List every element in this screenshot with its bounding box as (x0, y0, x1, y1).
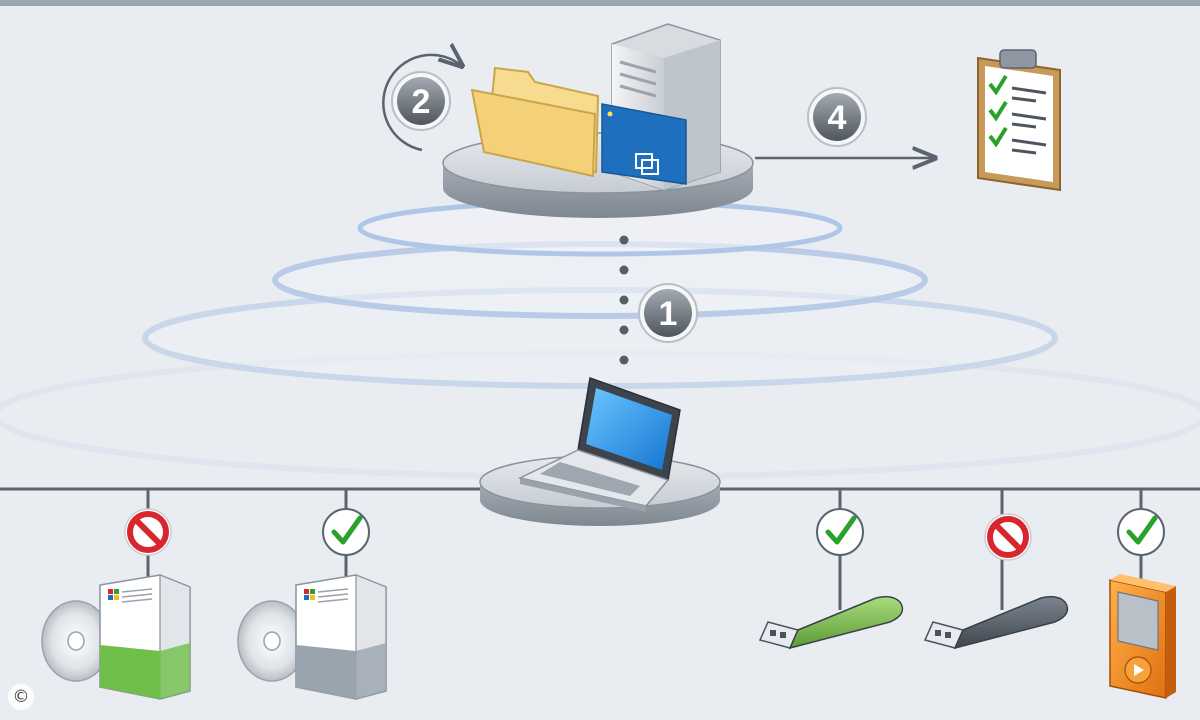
allowed-status-icon (322, 508, 370, 556)
refresh-arrow (382, 55, 462, 152)
clipboard-report-icon (977, 49, 1061, 192)
devices (41, 574, 1176, 700)
step-badge-1: 1 (638, 283, 698, 343)
step-label: 2 (412, 83, 431, 121)
blocked-status-icon (984, 513, 1032, 561)
signal-rings (0, 199, 1200, 480)
media-player-orange-icon (1109, 574, 1176, 699)
allowed-status-icon (1117, 508, 1165, 556)
step-label: 1 (659, 295, 678, 333)
dotted-connection (619, 235, 629, 365)
copyright-mark: © (8, 684, 34, 710)
top-bar (0, 0, 1200, 6)
software-package-cd-green-icon (41, 574, 191, 700)
software-package-cd-gray-icon (237, 574, 387, 700)
allowed-status-icon (816, 508, 864, 556)
step-badge-4: 4 (807, 87, 867, 147)
step-label: 4 (828, 99, 847, 137)
server-icon (601, 23, 721, 191)
folder-icon (470, 66, 600, 178)
step-badge-2: 2 (391, 71, 451, 131)
laptop-icon (517, 376, 681, 512)
usb-stick-green-icon (758, 595, 904, 650)
blocked-status-icon (124, 508, 172, 556)
status-badges (124, 508, 1165, 561)
usb-stick-gray-icon (923, 595, 1069, 650)
